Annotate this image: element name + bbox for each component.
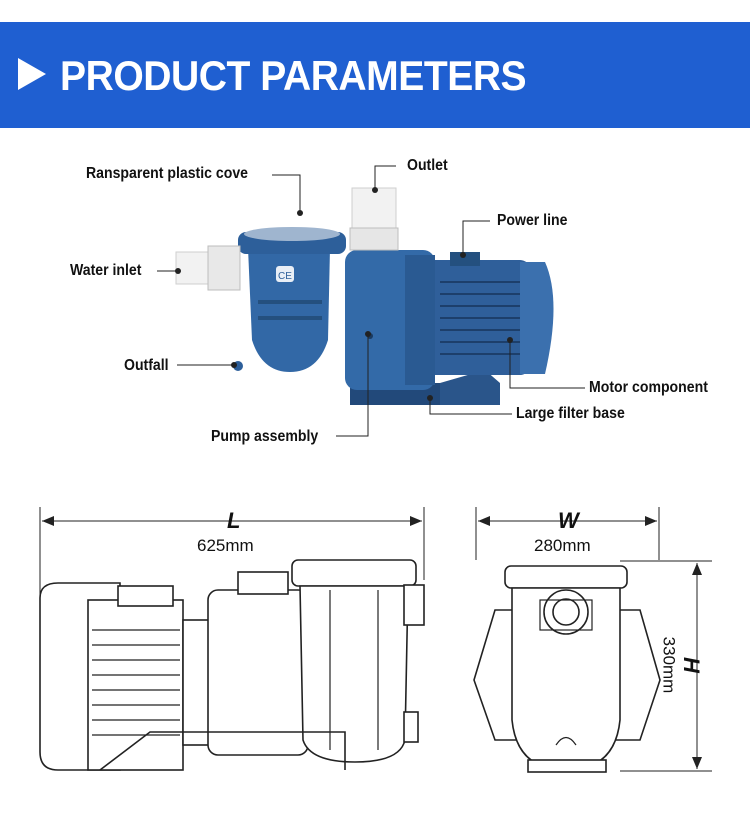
label-motor-component: Motor component <box>589 379 708 396</box>
label-outlet: Outlet <box>407 157 448 174</box>
pump-photo: CE <box>175 187 554 405</box>
header-banner: PRODUCT PARAMETERS <box>0 22 750 128</box>
side-view-drawing <box>39 507 425 771</box>
dimension-height-symbol: H <box>678 657 704 673</box>
dimension-length-value: 625mm <box>197 536 254 555</box>
label-power-line: Power line <box>497 212 568 229</box>
dimension-length-symbol: L <box>227 508 241 533</box>
dimension-width-value: 280mm <box>534 536 591 555</box>
label-water-inlet: Water inlet <box>70 262 142 279</box>
dimension-height-value: 330mm <box>659 636 679 694</box>
page-title: PRODUCT PARAMETERS <box>60 52 527 99</box>
label-cover: Ransparent plastic cove <box>86 165 248 182</box>
svg-text:CE: CE <box>278 271 292 282</box>
label-filter-base: Large filter base <box>516 405 625 422</box>
label-outfall: Outfall <box>124 357 169 374</box>
play-arrow-icon <box>18 58 46 90</box>
dimension-width-symbol: W <box>558 508 579 533</box>
front-view-drawing <box>473 507 712 773</box>
label-pump-assembly: Pump assembly <box>211 428 319 445</box>
